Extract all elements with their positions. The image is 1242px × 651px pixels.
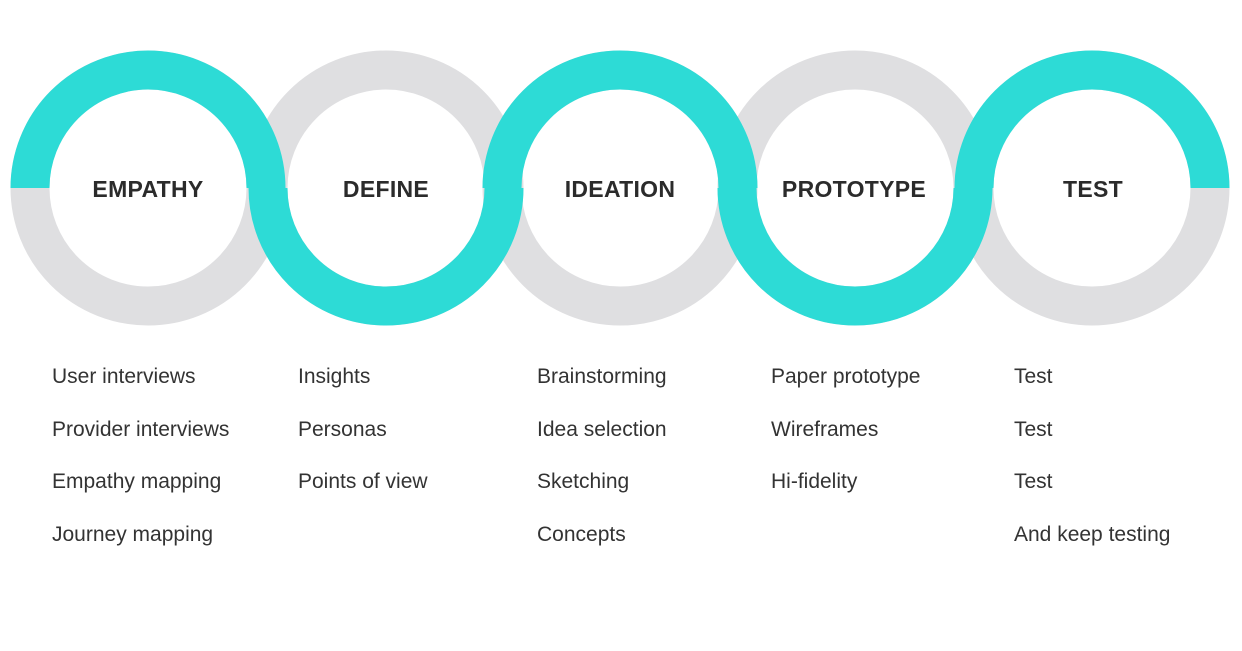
list-item: Personas xyxy=(298,417,387,441)
prototype-activities: Paper prototype Wireframes Hi-fidelity xyxy=(771,364,920,522)
list-item: Sketching xyxy=(537,470,630,493)
list-item: Wireframes xyxy=(771,417,879,441)
stage-title-empathy: EMPATHY xyxy=(92,176,204,202)
ideation-activities: Brainstorming Idea selection Sketching C… xyxy=(537,364,667,574)
list-item: Test xyxy=(1014,470,1053,493)
list-item: Empathy mapping xyxy=(52,470,222,493)
list-item: Journey mapping xyxy=(52,522,214,546)
ring-accent-arc-prototype xyxy=(717,187,993,326)
list-item: Brainstorming xyxy=(537,365,667,388)
list-item: Test xyxy=(1014,417,1053,441)
ring-accent-arc-empathy xyxy=(10,50,286,189)
define-activities: Insights Personas Points of view xyxy=(298,364,428,522)
list-item: And keep testing xyxy=(1014,522,1171,546)
ring-accent-arc-ideation xyxy=(482,50,758,189)
test-activities: Test Test Test And keep testing xyxy=(1014,364,1170,574)
list-item: Hi-fidelity xyxy=(771,470,858,493)
stage-title-prototype: PROTOTYPE xyxy=(781,176,927,202)
design-process-rings xyxy=(10,50,1230,326)
list-item: Points of view xyxy=(298,470,428,493)
stage-title-ideation: IDEATION xyxy=(564,176,676,202)
list-item: Concepts xyxy=(537,522,626,546)
ring-accent-arc-define xyxy=(248,187,524,326)
list-item: Idea selection xyxy=(537,417,667,441)
list-item: Insights xyxy=(298,365,371,388)
ring-accent-arc-test xyxy=(954,50,1230,189)
list-item: User interviews xyxy=(52,365,196,388)
empathy-activities: User interviews Provider interviews Empa… xyxy=(52,364,229,574)
list-item: Paper prototype xyxy=(771,365,921,388)
stage-title-define: DEFINE xyxy=(342,176,430,202)
list-item: Provider interviews xyxy=(52,417,230,441)
stage-title-test: TEST xyxy=(1063,176,1123,202)
list-item: Test xyxy=(1014,365,1053,388)
